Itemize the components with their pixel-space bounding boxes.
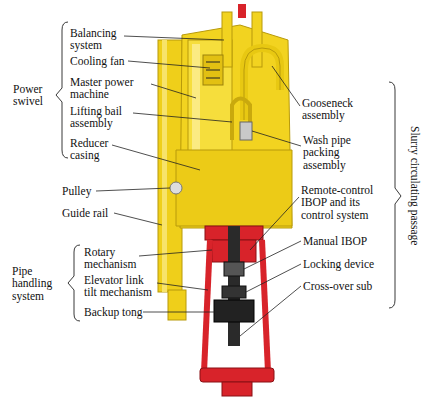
part-label: Manual IBOP [303, 235, 367, 247]
group-label: Slurry circulating passage [409, 126, 421, 245]
part-label: Elevator link tilt mechanism [84, 274, 158, 299]
part-label: Balancing system [70, 27, 126, 52]
group-label: Power swivel [13, 83, 53, 108]
part-label: Pulley [62, 185, 91, 197]
part-label: Wash pipe packing assembly [303, 134, 359, 171]
part-label: Gooseneck assembly [302, 97, 362, 122]
part-label: Master power machine [70, 76, 150, 101]
part-label: Cooling fan [70, 55, 125, 67]
group-label: Pipe handling system [12, 265, 62, 302]
part-label: Guide rail [62, 207, 108, 219]
part-label: Lifting bail assembly [70, 105, 132, 130]
part-label: Rotary mechanism [84, 246, 140, 271]
part-label: Locking device [303, 258, 374, 270]
part-label: Reducer casing [70, 137, 114, 162]
part-label: Remote-control IBOP and its control syst… [301, 184, 381, 221]
part-label: Backup tong [84, 306, 142, 318]
part-label: Cross-over sub [303, 280, 372, 292]
